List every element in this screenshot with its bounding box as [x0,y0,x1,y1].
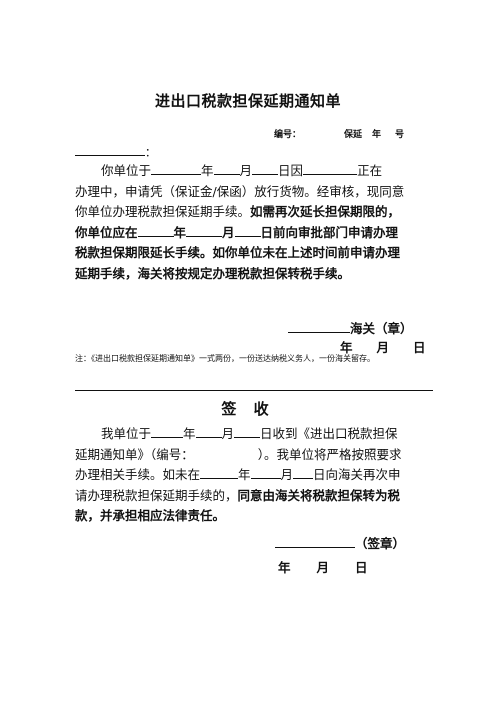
blank-month [213,162,240,175]
doc-no-label: 编号： [274,130,302,140]
notice-text-bold: 年 [173,224,187,240]
document-number: 编号： 保延年 号 [274,127,404,140]
blank-reason [303,162,358,175]
notice-text-bold: 月 [222,224,235,240]
blank-year [137,224,174,237]
notice-text-bold: 如需再次延长担保期限的， [250,204,401,219]
notice-title: 进出口税款担保延期通知单 [154,92,341,110]
receipt-line-4: 请办理税款担保延期手续的，同意由海关将税款担保转为税 [75,486,435,507]
receipt-line-3: 办理相关手续。如未在 年 月 日向海关再次申 [75,465,435,486]
receipt-date-year: 年 [278,560,291,575]
notice-line-1: 你单位于 年 月 日因 正在 [75,161,435,182]
blank-day [234,425,261,438]
customs-seal-label: 海关（章） [350,321,413,336]
notice-date-month: 月 [376,340,390,355]
notice-text: 你单位办理税款担保延期手续。 [75,204,251,219]
receipt-text: 年 [183,426,196,441]
notice-text: 正在 [357,163,383,178]
receipt-date: 年月日 [278,557,368,576]
receipt-title: 签 收 [221,400,275,418]
addressee-blank [75,143,145,156]
receipt-seal-line: （签章） [275,533,405,552]
receipt-text: ）。我单位将严格按照要求 [257,446,402,462]
notice-line-6: 延期手续，海关将按规定办理税款担保转税手续。 [75,265,351,281]
customs-name-blank [288,320,350,333]
section-divider [75,390,433,391]
doc-no-num: 号 [395,130,405,140]
doc-no-word: 保延 [344,130,363,140]
blank-year [200,466,239,479]
receipt-line-2: 延期通知单》（编号： ）。我单位将严格按照要求 [75,445,435,466]
notice-text-bold: 日前向审批部门申请办理 [260,224,399,240]
notice-text: 你单位于 [101,163,152,178]
receipt-text-bold: 同意由海关将税款担保转为税 [237,487,401,503]
receipt-text: 延期通知单》（编号： [75,446,194,462]
notice-date: 年月日 [340,337,426,356]
notice-text: 日因 [278,163,304,178]
blank-year [151,162,202,175]
receipt-signature-blank [275,535,355,548]
notice-text: 月 [239,163,253,178]
blank-month [186,224,223,237]
blank-month [195,425,222,438]
notice-date-year: 年 [340,340,353,355]
receipt-date-month: 月 [316,560,330,575]
doc-no-year: 年 [372,130,382,140]
addressee-colon: ： [145,146,156,159]
notice-date-day: 日 [413,340,426,355]
customs-seal-line: 海关（章） [288,318,413,337]
receipt-text: 请办理税款担保延期手续的， [75,487,238,503]
receipt-text: 办理相关手续。如未在 [75,467,201,482]
receipt-seal-label: （签章） [355,536,406,551]
blank-year [151,425,184,438]
notice-line-3: 你单位办理税款担保延期手续。如需再次延长担保期限的， [75,202,435,223]
receipt-line-1: 我单位于 年 月 日收到《进出口税款担保 [75,424,435,445]
notice-text: 年 [201,163,214,178]
notice-text-bold: 你单位应在 [75,224,138,240]
notice-line-4: 你单位应在 年 月 日前向审批部门申请办理 [75,223,435,244]
receipt-text: 年 [238,467,251,482]
notice-line-2: 办理中，申请凭（保证金/保函）放行货物。经审核，现同意 [75,183,405,199]
blank-month [250,466,281,479]
receipt-text: 月 [221,426,235,441]
receipt-text: 月 [280,467,294,482]
notice-footnote: 注：《进出口税款担保延期通知单》一式两份，一份送达纳税义务人，一份海关留存。 [75,354,375,363]
notice-line-5: 税款担保期限延长手续。如你单位未在上述时间前申请办理 [75,245,401,260]
receipt-text: 我单位于 [101,426,152,441]
blank-day [234,224,261,237]
addressee-line: ： [75,143,156,160]
receipt-line-5: 款，并承担相应法律责任。 [75,508,226,523]
receipt-body: 我单位于年月日收到《进出口税款担保 延期通知单》（编号：）。我单位将严格按照要求… [75,424,435,527]
receipt-date-day: 日 [355,560,368,575]
blank-day [293,466,314,479]
blank-day [252,162,279,175]
receipt-text: 日收到《进出口税款担保 [260,426,398,441]
notice-body: 你单位于年月日因正在 办理中，申请凭（保证金/保函）放行货物。经审核，现同意 你… [75,161,435,284]
receipt-text: 日向海关再次申 [313,467,401,482]
